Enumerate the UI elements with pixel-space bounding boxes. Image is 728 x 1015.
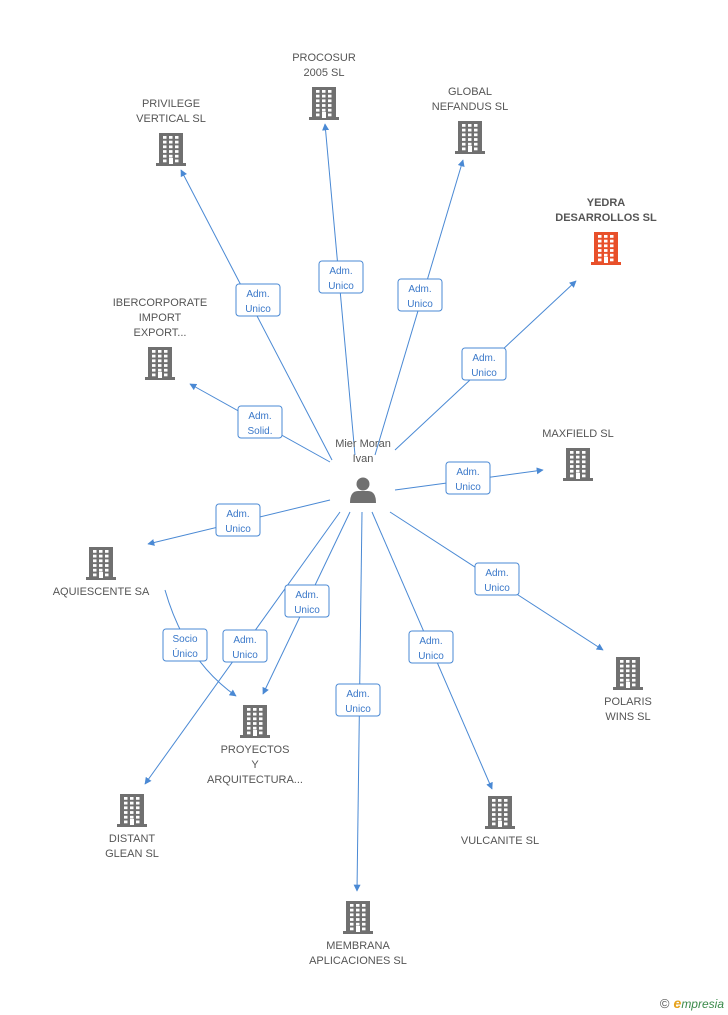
copyright-icon: © (659, 996, 670, 1011)
company-label-line: GLEAN SL (105, 848, 159, 860)
edge-role-label[interactable]: Adm. Unico (235, 283, 281, 317)
edge-role-text: Adm. (456, 467, 479, 478)
company-label-line: Y (251, 759, 259, 771)
company-label-line: WINS SL (605, 711, 650, 723)
edge-role-text: Adm. (233, 635, 256, 646)
company-label-line: APLICACIONES SL (309, 955, 407, 967)
company-label-line: DESARROLLOS SL (555, 212, 657, 224)
edge-role-text: Unico (345, 704, 371, 715)
building-icon[interactable] (613, 657, 643, 690)
company-label-global[interactable]: GLOBAL NEFANDUS SL (432, 86, 508, 113)
building-icon[interactable] (117, 794, 147, 827)
building-icon[interactable] (591, 232, 621, 265)
edge-role-text: Solid. (247, 426, 272, 437)
company-label-line: DISTANT (109, 833, 156, 845)
company-label-line: YEDRA (587, 197, 626, 209)
edge-role-label[interactable]: Adm. Solid. (237, 405, 283, 439)
edge-role-text: Adm. (485, 568, 508, 579)
edge-role-label[interactable]: Adm. Unico (318, 260, 364, 294)
company-label-line: MEMBRANA (326, 940, 390, 952)
edge-role-label[interactable]: Adm. Unico (397, 278, 443, 312)
company-label-privilege[interactable]: PRIVILEGE VERTICAL SL (136, 98, 206, 125)
edge-role-text: Adm. (472, 353, 495, 364)
company-label-maxfield[interactable]: MAXFIELD SL (542, 428, 614, 440)
edge-role-text: Unico (328, 281, 354, 292)
building-icon[interactable] (485, 796, 515, 829)
edge-role-text: Unico (418, 651, 444, 662)
building-icon[interactable] (145, 347, 175, 380)
edge-role-text: Adm. (248, 411, 271, 422)
company-label-line: VULCANITE SL (461, 835, 539, 847)
company-label-polaris[interactable]: POLARIS WINS SL (604, 696, 652, 723)
brand-logo: ©empresia (659, 995, 724, 1011)
company-label-line: GLOBAL (448, 86, 492, 98)
edge-role-text: Unico (294, 605, 320, 616)
edge-role-label[interactable]: Adm. Unico (222, 629, 268, 663)
building-icon[interactable] (455, 121, 485, 154)
edge-role-text: Adm. (295, 590, 318, 601)
company-label-line: PROCOSUR (292, 52, 356, 64)
company-label-line: AQUIESCENTE SA (53, 586, 150, 598)
edge-role-text: Adm. (346, 689, 369, 700)
company-label-line: IBERCORPORATE (113, 297, 208, 309)
edge-role-text: Adm. (329, 266, 352, 277)
person-label-line: Mier Moran (335, 438, 391, 450)
edge-role-text: Unico (225, 524, 251, 535)
edge-role-text: Adm. (226, 509, 249, 520)
company-label-line: 2005 SL (304, 67, 345, 79)
company-label-ibercorporate[interactable]: IBERCORPORATE IMPORT EXPORT... (113, 297, 208, 339)
edge-role-text: Único (172, 647, 198, 660)
company-label-line: ARQUITECTURA... (207, 774, 303, 786)
edge-role-text: Unico (232, 650, 258, 661)
edge-role-text: Unico (471, 368, 497, 379)
nodes-layer: PROCOSUR 2005 SL PRIVILEGE VERTICAL SL GLOBA… (53, 52, 657, 967)
edge-role-text: Adm. (408, 284, 431, 295)
company-label-membrana[interactable]: MEMBRANA APLICACIONES SL (309, 940, 407, 967)
company-label-yedra[interactable]: YEDRA DESARROLLOS SL (555, 197, 657, 224)
edge-role-label[interactable]: Adm. Unico (335, 683, 381, 717)
building-icon[interactable] (240, 705, 270, 738)
edge-role-label[interactable]: Adm. Unico (474, 562, 520, 596)
edge-role-text: Unico (245, 304, 271, 315)
building-icon[interactable] (563, 448, 593, 481)
person-label-line: Ivan (353, 453, 374, 465)
company-label-line: NEFANDUS SL (432, 101, 508, 113)
person-icon[interactable] (350, 477, 376, 504)
company-label-vulcanite[interactable]: VULCANITE SL (461, 835, 539, 847)
edge-role-text: Unico (455, 482, 481, 493)
company-label-proyectos[interactable]: PROYECTOS Y ARQUITECTURA... (207, 744, 303, 786)
building-icon[interactable] (86, 547, 116, 580)
edge-role-label[interactable]: Adm. Unico (445, 461, 491, 495)
edge-role-label[interactable]: Adm. Unico (461, 347, 507, 381)
company-label-aquiescente[interactable]: AQUIESCENTE SA (53, 586, 150, 598)
edge-role-text: Socio (172, 634, 197, 645)
company-label-line: IMPORT (139, 312, 182, 324)
company-label-line: PRIVILEGE (142, 98, 200, 110)
edge-role-label[interactable]: Adm. Unico (284, 584, 330, 618)
building-icon[interactable] (309, 87, 339, 120)
edge-role-text: Unico (484, 583, 510, 594)
company-label-line: MAXFIELD SL (542, 428, 614, 440)
company-label-line: PROYECTOS (221, 744, 290, 756)
company-label-line: EXPORT... (134, 327, 187, 339)
building-icon[interactable] (156, 133, 186, 166)
edge-role-text: Adm. (246, 289, 269, 300)
company-label-line: POLARIS (604, 696, 652, 708)
edge-role-text: Adm. (419, 636, 442, 647)
building-icon[interactable] (343, 901, 373, 934)
company-label-distant[interactable]: DISTANT GLEAN SL (105, 833, 159, 860)
company-label-line: VERTICAL SL (136, 113, 206, 125)
edge-role-label[interactable]: Adm. Unico (408, 630, 454, 664)
edge-role-text: Unico (407, 299, 433, 310)
company-label-procosur[interactable]: PROCOSUR 2005 SL (292, 52, 356, 79)
edge-role-label[interactable]: Adm. Unico (215, 503, 261, 537)
